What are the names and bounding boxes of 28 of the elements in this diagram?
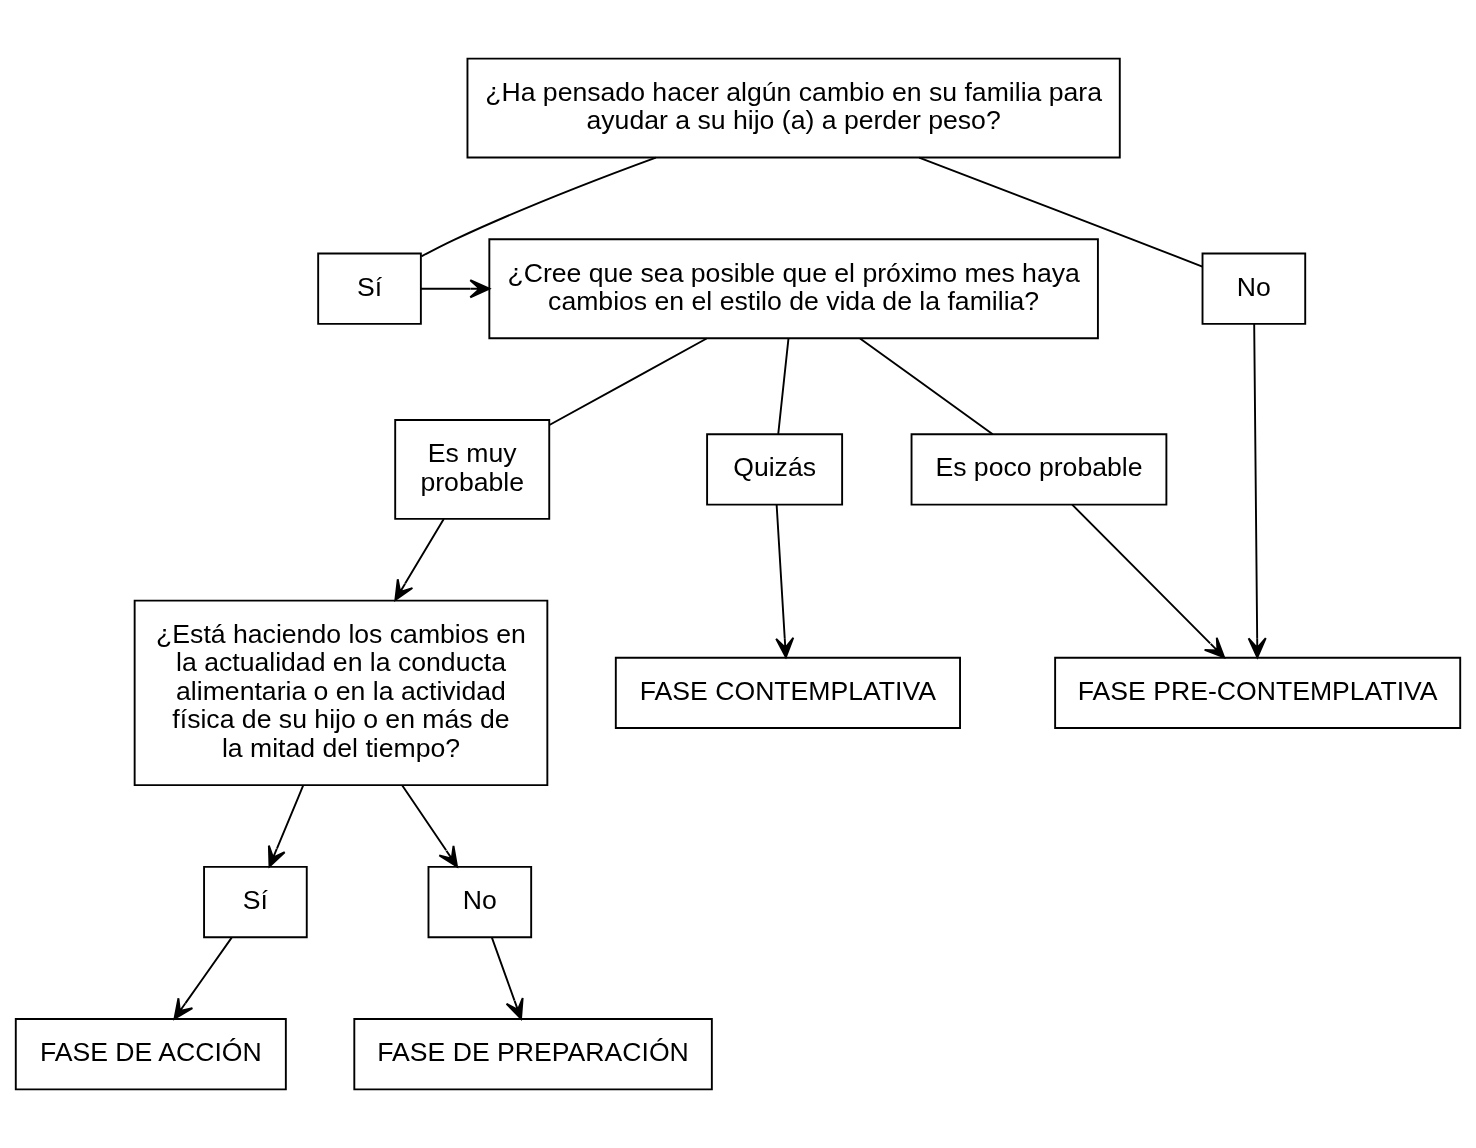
connector <box>859 337 994 436</box>
arrow <box>775 503 795 659</box>
connector <box>777 338 790 435</box>
node-box: Quizás <box>706 433 844 506</box>
arrow <box>419 279 491 299</box>
arrow <box>401 784 458 868</box>
node-box: Es poco probable <box>910 433 1168 506</box>
node-box: ¿Ha pensado hacer algún cambio en su familia para ayudar a su hijo (a) a perder peso? <box>466 57 1121 159</box>
node-box: FASE CONTEMPLATIVA <box>614 656 961 729</box>
node-box: FASE DE PREPARACIÓN <box>353 1018 713 1091</box>
node-box: No <box>1201 252 1307 325</box>
arrow <box>267 784 305 868</box>
node-box: ¿Está haciendo los cambios en la actualidad en la conducta alimentaria o en la actividad física de su hijo o en más de la mitad del tiempo? <box>133 599 549 787</box>
node-box: ¿Cree que sea posible que el próximo mes haya cambios en el estilo de vida de la familia? <box>488 238 1099 340</box>
arrow <box>1071 503 1226 659</box>
connector <box>548 337 708 426</box>
arrow <box>394 518 445 601</box>
arrow <box>173 936 233 1020</box>
connector <box>918 156 1204 268</box>
arrow <box>1247 323 1267 659</box>
connector <box>420 156 657 258</box>
node-box: No <box>427 865 533 939</box>
node-box: Sí <box>203 865 308 939</box>
node-box: Es muy probable <box>394 419 551 520</box>
arrow <box>490 936 524 1020</box>
node-box: Sí <box>317 252 422 325</box>
node-box: FASE PRE-CONTEMPLATIVA <box>1054 656 1462 729</box>
node-box: FASE DE ACCIÓN <box>14 1018 287 1091</box>
